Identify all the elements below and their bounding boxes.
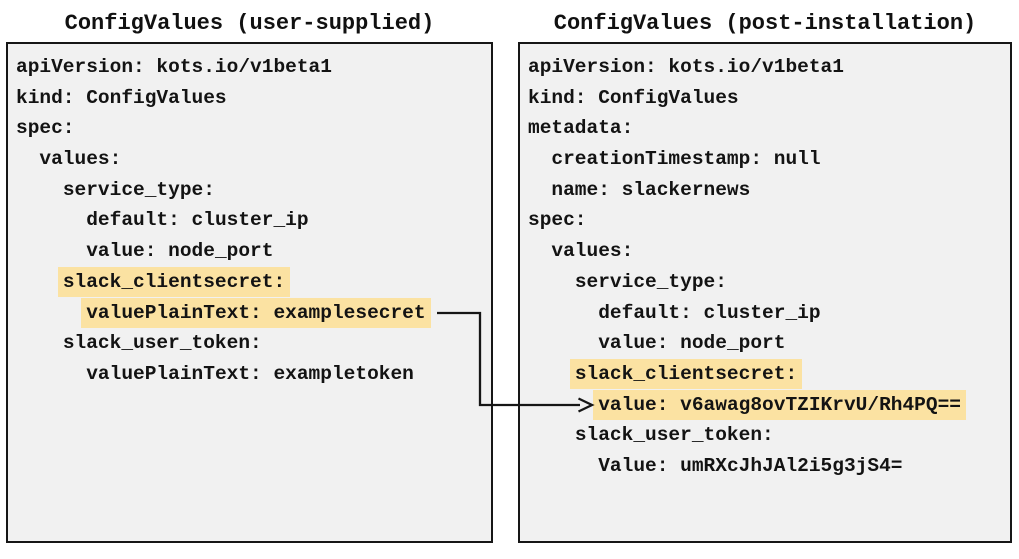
line-text-highlight: slack_clientsecret:: [569, 358, 803, 389]
code-line: kind: ConfigValues: [528, 83, 1010, 114]
line-indent: [528, 363, 575, 385]
code-line: creationTimestamp: null: [528, 144, 1010, 175]
code-line: service_type:: [528, 267, 1010, 298]
yaml-code-user-supplied: apiVersion: kots.io/v1beta1 kind: Config…: [8, 44, 491, 390]
code-line: value: node_port: [16, 236, 491, 267]
line-text: service_type:: [62, 178, 215, 201]
code-line: default: cluster_ip: [16, 205, 491, 236]
yaml-code-post-installation: apiVersion: kots.io/v1beta1 kind: Config…: [520, 44, 1010, 482]
line-text: values:: [39, 148, 122, 171]
line-text: spec:: [528, 209, 587, 232]
line-text: apiVersion: kots.io/v1beta1: [528, 56, 844, 78]
line-indent: [528, 455, 598, 477]
code-line: slack_user_token:: [528, 420, 1010, 451]
line-indent: [16, 240, 86, 262]
line-indent: [528, 302, 598, 324]
code-line: apiVersion: kots.io/v1beta1: [528, 52, 1010, 83]
line-text: creationTimestamp: null: [551, 148, 821, 171]
code-line: kind: ConfigValues: [16, 83, 491, 114]
line-indent: [16, 148, 39, 170]
code-line: values:: [16, 144, 491, 175]
line-text-highlight: value: v6awag8ovTZIKrvU/Rh4PQ==: [593, 389, 966, 420]
line-indent: [16, 209, 86, 231]
line-text: value: node_port: [598, 332, 786, 355]
line-text: valuePlainText: exampletoken: [86, 362, 414, 385]
line-text: default: cluster_ip: [86, 209, 309, 232]
line-text: slack_user_token:: [574, 424, 774, 447]
line-text: name: slackernews: [551, 178, 751, 201]
line-text: service_type:: [574, 270, 727, 293]
line-indent: [528, 271, 575, 293]
code-line: metadata:: [528, 113, 1010, 144]
code-line-highlighted: valuePlainText: examplesecret: [16, 297, 491, 329]
line-text: Value: umRXcJhJAl2i5g3jS4=: [598, 454, 903, 477]
code-line: service_type:: [16, 175, 491, 206]
panel-title-user-supplied: ConfigValues (user-supplied): [64, 11, 435, 36]
line-indent: [528, 424, 575, 446]
code-line: Value: umRXcJhJAl2i5g3jS4=: [528, 451, 1010, 482]
code-line: slack_user_token:: [16, 328, 491, 359]
line-text-highlight: slack_clientsecret:: [57, 266, 291, 297]
line-text: kind: ConfigValues: [528, 86, 739, 109]
code-line-highlighted: slack_clientsecret:: [16, 266, 491, 298]
line-text: metadata:: [528, 117, 634, 140]
line-indent: [16, 363, 86, 385]
code-line: name: slackernews: [528, 175, 1010, 206]
line-indent: [528, 394, 598, 416]
code-line: apiVersion: kots.io/v1beta1: [16, 52, 491, 83]
line-indent: [16, 302, 86, 324]
line-indent: [528, 332, 598, 354]
line-text: value: node_port: [86, 240, 274, 263]
line-text: default: cluster_ip: [598, 301, 821, 324]
line-indent: [16, 271, 63, 293]
line-indent: [16, 179, 63, 201]
code-line: spec:: [16, 113, 491, 144]
code-line-highlighted: value: v6awag8ovTZIKrvU/Rh4PQ==: [528, 389, 1010, 421]
line-indent: [528, 179, 551, 201]
code-line: spec:: [528, 205, 1010, 236]
code-line: default: cluster_ip: [528, 298, 1010, 329]
line-text: kind: ConfigValues: [16, 86, 227, 109]
line-text: values:: [551, 240, 634, 263]
line-indent: [528, 148, 551, 170]
code-line: valuePlainText: exampletoken: [16, 359, 491, 390]
panel-post-installation: apiVersion: kots.io/v1beta1 kind: Config…: [518, 42, 1012, 543]
panel-user-supplied: apiVersion: kots.io/v1beta1 kind: Config…: [6, 42, 493, 543]
line-text: slack_user_token:: [62, 332, 262, 355]
panel-title-post-installation: ConfigValues (post-installation): [553, 11, 977, 36]
code-line: value: node_port: [528, 328, 1010, 359]
line-text-highlight: valuePlainText: examplesecret: [81, 297, 431, 328]
line-text: apiVersion: kots.io/v1beta1: [16, 56, 332, 78]
line-indent: [528, 240, 551, 262]
line-indent: [16, 332, 63, 354]
code-line: values:: [528, 236, 1010, 267]
code-line-highlighted: slack_clientsecret:: [528, 358, 1010, 390]
line-text: spec:: [16, 117, 75, 140]
